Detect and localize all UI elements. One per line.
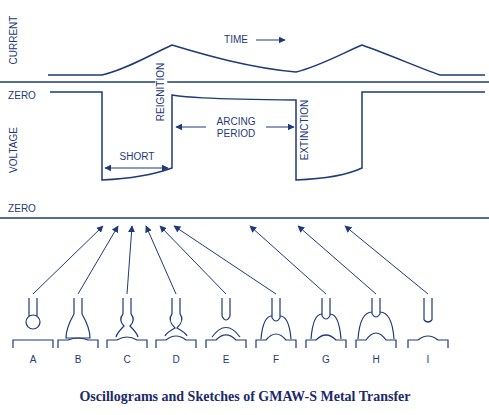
arc-outline bbox=[311, 314, 341, 339]
electrode-wire bbox=[74, 298, 82, 314]
sketch-letter: C bbox=[122, 354, 131, 366]
current-trace bbox=[48, 45, 485, 75]
electrode-wire bbox=[272, 298, 280, 318]
electrode-wire bbox=[29, 298, 37, 316]
transfer-sketch bbox=[107, 298, 147, 348]
electrode-wire bbox=[424, 298, 432, 320]
electrode-wire bbox=[172, 298, 180, 314]
axis-label: CURRENT bbox=[8, 15, 20, 66]
sketch-letter: D bbox=[171, 354, 180, 366]
electrode-wire bbox=[222, 298, 230, 316]
axis-label: REIGNITION bbox=[155, 62, 167, 122]
axis-label: SHORT bbox=[119, 151, 156, 163]
arc-outline bbox=[212, 328, 240, 338]
electrode-wire bbox=[372, 298, 380, 314]
wire-tip bbox=[424, 320, 432, 322]
pointer-line bbox=[146, 226, 176, 294]
droplet bbox=[66, 314, 90, 338]
workpiece bbox=[306, 335, 346, 348]
workpiece bbox=[408, 336, 448, 348]
pointer-line bbox=[33, 226, 103, 294]
pointer-line bbox=[78, 226, 118, 294]
sketch-letter: F bbox=[272, 354, 280, 366]
pointer-line bbox=[298, 226, 376, 294]
axis-label: ARCING PERIOD bbox=[206, 116, 266, 139]
axis-label: EXTINCTION bbox=[299, 99, 311, 162]
workpiece bbox=[156, 336, 196, 348]
pointer-line bbox=[345, 226, 428, 294]
transfer-sketch bbox=[408, 298, 448, 348]
pointer-group bbox=[33, 226, 428, 294]
workpiece bbox=[13, 340, 53, 348]
arc-outline bbox=[358, 312, 394, 339]
droplet bbox=[272, 318, 280, 321]
figure-caption: Oscillograms and Sketches of GMAW-S Meta… bbox=[79, 389, 410, 405]
current-zero-line bbox=[0, 81, 489, 83]
transfer-sketch bbox=[58, 298, 98, 348]
transfer-sketch bbox=[13, 298, 53, 348]
arc-outline bbox=[261, 316, 291, 339]
droplet bbox=[322, 316, 330, 319]
pointer-line bbox=[127, 226, 132, 294]
droplet bbox=[26, 315, 40, 329]
sketch-letter: A bbox=[29, 354, 38, 366]
workpiece bbox=[256, 334, 296, 348]
workpiece bbox=[58, 338, 98, 348]
axis-label: ZERO bbox=[7, 90, 37, 102]
transfer-sketch bbox=[156, 298, 196, 348]
workpiece bbox=[356, 333, 396, 348]
transfer-sketch bbox=[256, 298, 296, 348]
droplet bbox=[222, 316, 230, 320]
pointer-line bbox=[250, 226, 326, 294]
sketch-letter: E bbox=[222, 354, 231, 366]
electrode-wire bbox=[123, 298, 131, 314]
pointer-line bbox=[160, 226, 226, 294]
voltage-zero-line bbox=[0, 217, 489, 219]
sketch-letter: I bbox=[426, 354, 431, 366]
sketch-letter: H bbox=[371, 354, 380, 366]
sketch-group bbox=[13, 298, 448, 348]
electrode-wire bbox=[322, 298, 330, 316]
axis-label: VOLTAGE bbox=[8, 126, 20, 174]
sketch-letter: G bbox=[321, 354, 331, 366]
time-arrow bbox=[256, 40, 285, 41]
droplet bbox=[165, 314, 187, 336]
axis-label: ZERO bbox=[7, 203, 37, 215]
transfer-sketch bbox=[206, 298, 246, 348]
droplet bbox=[372, 314, 380, 317]
axis-label: TIME bbox=[223, 34, 249, 46]
transfer-sketch bbox=[356, 298, 396, 348]
transfer-sketch bbox=[306, 298, 346, 348]
short-period-arrow bbox=[105, 168, 168, 169]
sketch-letter: B bbox=[74, 354, 83, 366]
droplet bbox=[116, 314, 138, 337]
workpiece bbox=[107, 337, 147, 348]
voltage-trace bbox=[50, 92, 485, 180]
